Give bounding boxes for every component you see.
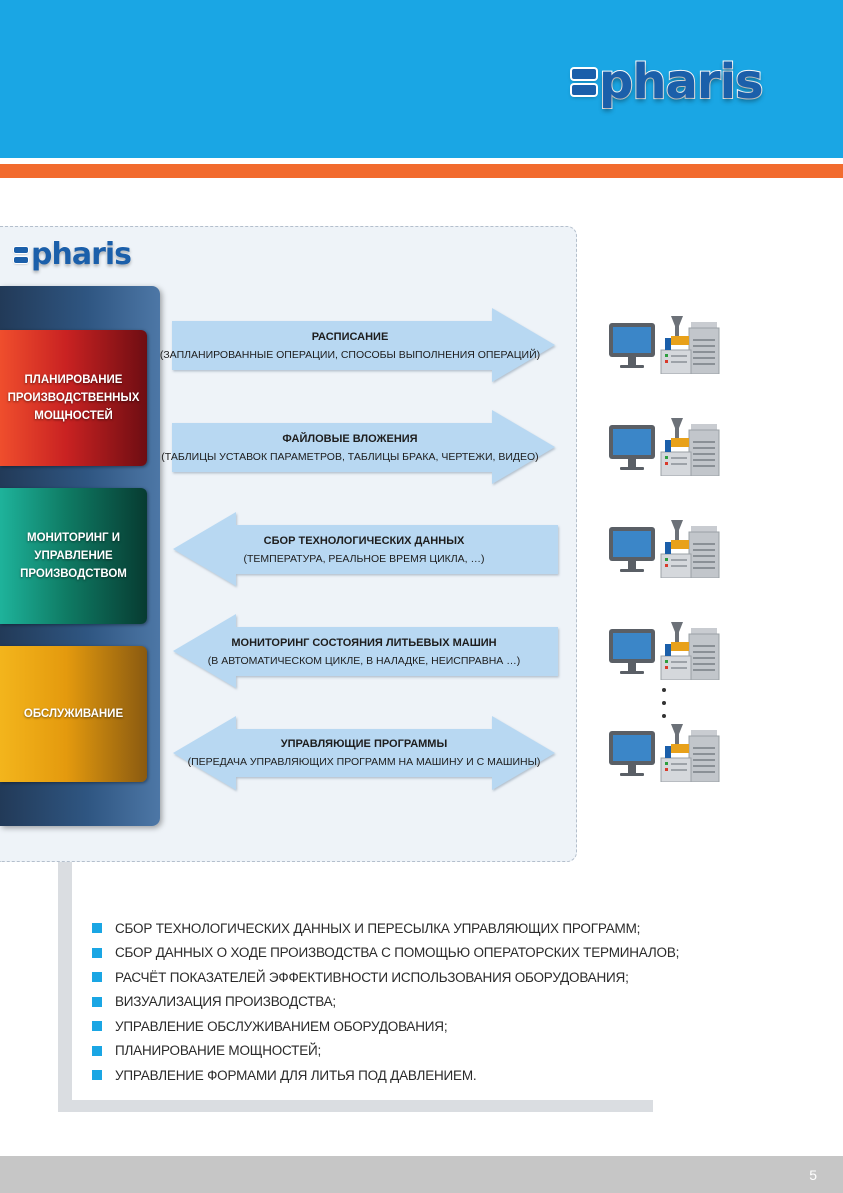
flow-arrow-bidirectional bbox=[173, 716, 555, 790]
module-maintenance: ОБСЛУЖИВАНИЕ bbox=[0, 646, 147, 782]
module-label: МОНИТОРИНГ И УПРАВЛЕНИЕ ПРОИЗВОДСТВОМ bbox=[20, 532, 127, 580]
bullet-square-icon bbox=[92, 1021, 102, 1032]
flow-label-process-data: СБОР ТЕХНОЛОГИЧЕСКИХ ДАННЫХ (ТЕМПЕРАТУРА… bbox=[164, 532, 564, 568]
list-item: СБОР ТЕХНОЛОГИЧЕСКИХ ДАННЫХ И ПЕРЕСЫЛКА … bbox=[92, 916, 652, 941]
footer-bar: 5 bbox=[0, 1156, 843, 1193]
flow-label-machine-status: МОНИТОРИНГ СОСТОЯНИЯ ЛИТЬЕВЫХ МАШИН (В А… bbox=[164, 634, 564, 670]
module-label: ПЛАНИРОВАНИЕ ПРОИЗВОДСТВЕННЫХ МОЩНОСТЕЙ bbox=[7, 374, 140, 422]
diagram-logo: pharis bbox=[14, 237, 133, 272]
flow-label-control-programs: УПРАВЛЯЮЩИЕ ПРОГРАММЫ (ПЕРЕДАЧА УПРАВЛЯЮ… bbox=[164, 735, 564, 771]
bullet-square-icon bbox=[92, 996, 102, 1007]
machine-terminal-icon bbox=[609, 418, 720, 476]
flow-arrow-left bbox=[173, 614, 558, 688]
logo-wordmark: pharis bbox=[598, 54, 765, 110]
flow-detail: (ТАБЛИЦЫ УСТАВОК ПАРАМЕТРОВ, ТАБЛИЦЫ БРА… bbox=[161, 451, 539, 463]
bullet-square-icon bbox=[92, 1070, 102, 1081]
flow-detail: (ТЕМПЕРАТУРА, РЕАЛЬНОЕ ВРЕМЯ ЦИКЛА, …) bbox=[243, 553, 485, 565]
module-production-monitoring: МОНИТОРИНГ И УПРАВЛЕНИЕ ПРОИЗВОДСТВОМ bbox=[0, 488, 147, 624]
logo-mark-icon bbox=[14, 245, 28, 265]
bullet-square-icon bbox=[92, 1045, 102, 1056]
list-item: ПЛАНИРОВАНИЕ МОЩНОСТЕЙ; bbox=[92, 1039, 652, 1064]
flow-title: РАСПИСАНИЕ bbox=[311, 331, 389, 343]
flow-title: УПРАВЛЯЮЩИЕ ПРОГРАММЫ bbox=[280, 738, 448, 750]
flow-detail: (ЗАПЛАНИРОВАННЫЕ ОПЕРАЦИИ, СПОСОБЫ ВЫПОЛ… bbox=[159, 349, 541, 361]
flow-arrow-right bbox=[172, 410, 555, 484]
machine-terminal-icon bbox=[609, 316, 720, 374]
header-accent-stripe bbox=[0, 164, 843, 178]
flow-title: ФАЙЛОВЫЕ ВЛОЖЕНИЯ bbox=[282, 433, 418, 445]
list-item: УПРАВЛЕНИЕ ОБСЛУЖИВАНИЕМ ОБОРУДОВАНИЯ; bbox=[92, 1014, 652, 1039]
flow-arrow-left bbox=[173, 512, 558, 586]
list-item: РАСЧЁТ ПОКАЗАТЕЛЕЙ ЭФФЕКТИВНОСТИ ИСПОЛЬЗ… bbox=[92, 965, 652, 990]
flow-detail: (В АВТОМАТИЧЕСКОМ ЦИКЛЕ, В НАЛАДКЕ, НЕИС… bbox=[207, 655, 521, 667]
brand-logo: pharis bbox=[572, 54, 765, 110]
flow-title: СБОР ТЕХНОЛОГИЧЕСКИХ ДАННЫХ bbox=[263, 535, 465, 547]
list-item: СБОР ДАННЫХ О ХОДЕ ПРОИЗВОДСТВА С ПОМОЩЬ… bbox=[92, 941, 679, 966]
header-divider bbox=[0, 158, 843, 164]
flow-title: МОНИТОРИНГ СОСТОЯНИЯ ЛИТЬЕВЫХ МАШИН bbox=[231, 637, 497, 649]
header-band bbox=[0, 0, 843, 158]
page-number: 5 bbox=[809, 1167, 817, 1183]
feature-list: СБОР ТЕХНОЛОГИЧЕСКИХ ДАННЫХ И ПЕРЕСЫЛКА … bbox=[92, 916, 679, 1088]
flow-detail: (ПЕРЕДАЧА УПРАВЛЯЮЩИХ ПРОГРАММ НА МАШИНУ… bbox=[187, 756, 541, 768]
bullet-square-icon bbox=[92, 947, 102, 958]
list-frame-left bbox=[58, 862, 72, 1112]
bullet-square-icon bbox=[92, 972, 102, 983]
logo-wordmark: pharis bbox=[30, 237, 132, 272]
list-frame-bottom bbox=[58, 1100, 653, 1112]
list-item: ВИЗУАЛИЗАЦИЯ ПРОИЗВОДСТВА; bbox=[92, 990, 652, 1015]
module-label: ОБСЛУЖИВАНИЕ bbox=[23, 708, 124, 720]
module-capacity-planning: ПЛАНИРОВАНИЕ ПРОИЗВОДСТВЕННЫХ МОЩНОСТЕЙ bbox=[0, 330, 147, 466]
logo-mark-icon bbox=[572, 66, 596, 98]
machine-terminal-icon bbox=[609, 520, 720, 578]
machine-terminal-icon bbox=[609, 622, 720, 680]
flow-arrow-right bbox=[172, 308, 555, 382]
list-item: УПРАВЛЕНИЕ ФОРМАМИ ДЛЯ ЛИТЬЯ ПОД ДАВЛЕНИ… bbox=[92, 1063, 652, 1088]
flow-label-schedule: РАСПИСАНИЕ (ЗАПЛАНИРОВАННЫЕ ОПЕРАЦИИ, СП… bbox=[150, 328, 550, 364]
more-machines-ellipsis bbox=[662, 688, 670, 727]
bullet-square-icon bbox=[92, 923, 102, 934]
flow-label-attachments: ФАЙЛОВЫЕ ВЛОЖЕНИЯ (ТАБЛИЦЫ УСТАВОК ПАРАМ… bbox=[150, 430, 550, 466]
machine-terminal-icon bbox=[609, 724, 720, 782]
